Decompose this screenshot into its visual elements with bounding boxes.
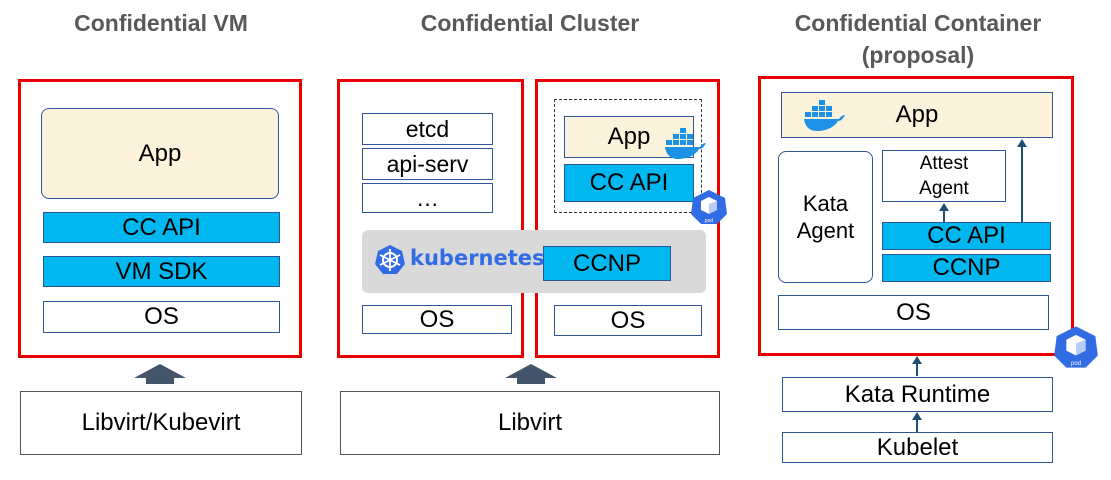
ellipsis-box: … [362, 183, 493, 213]
container-ccnp-box: CCNP [882, 254, 1051, 282]
container-cc-api-box: CC API [882, 222, 1051, 250]
kubernetes-helm-icon [375, 245, 405, 274]
kubelet-box: Kubelet [782, 432, 1053, 463]
kubernetes-label: kubernetes [410, 246, 545, 270]
title-confidential-container: Confidential Container [794, 10, 1042, 36]
attest-agent-box: Attest Agent [882, 150, 1006, 202]
arrow-runtime-to-container-line [916, 362, 918, 376]
kata-agent-box: Kata Agent [778, 151, 873, 283]
kata-agent-line2: Agent [796, 218, 855, 243]
container-docker-whale-icon [804, 100, 845, 131]
arrow-kubelet-to-runtime-line [916, 418, 918, 432]
attest-agent-line1: Attest [919, 153, 969, 174]
arrow-to-attest-line [943, 210, 945, 222]
vm-up-arrow-icon [134, 364, 186, 384]
cluster-cc-api-box: CC API [564, 164, 694, 202]
pod-icon-label: pod [705, 218, 714, 224]
container-pod-icon-label: pod [1071, 361, 1081, 367]
docker-whale-icon [665, 128, 706, 159]
vm-os-box: OS [43, 301, 280, 333]
arrow-runtime-to-container-head [912, 356, 922, 364]
kata-agent-line1: Kata [802, 191, 849, 216]
pod-icon: pod [691, 190, 727, 224]
vm-app-box: App [41, 108, 279, 199]
pod-dashed-boundary [554, 99, 702, 213]
attest-agent-line2: Agent [919, 178, 969, 199]
arrow-to-app-line [1021, 146, 1023, 222]
title-confidential-vm: Confidential VM [74, 10, 248, 36]
container-os-box: OS [778, 295, 1049, 330]
cluster-host-box: Libvirt [340, 391, 720, 455]
container-pod-icon: pod [1054, 326, 1098, 368]
vm-host-box: Libvirt/Kubevirt [20, 391, 302, 455]
arrow-to-attest-head [939, 203, 949, 211]
arrow-to-app-head [1017, 139, 1027, 147]
cluster-up-arrow-icon [505, 364, 557, 384]
arrow-kubelet-to-runtime-head [912, 412, 922, 420]
cluster-os-left-box: OS [362, 305, 512, 334]
cluster-os-right-box: OS [554, 305, 702, 336]
kata-runtime-box: Kata Runtime [782, 377, 1053, 412]
title-confidential-cluster: Confidential Cluster [420, 10, 640, 36]
title-proposal: (proposal) [861, 42, 975, 68]
cluster-ccnp-box: CCNP [543, 246, 671, 281]
cluster-app-box: App [564, 116, 694, 158]
vm-sdk-box: VM SDK [43, 256, 280, 287]
vm-cc-api-box: CC API [43, 212, 280, 243]
api-serv-box: api-serv [362, 148, 493, 180]
etcd-box: etcd [362, 113, 493, 145]
